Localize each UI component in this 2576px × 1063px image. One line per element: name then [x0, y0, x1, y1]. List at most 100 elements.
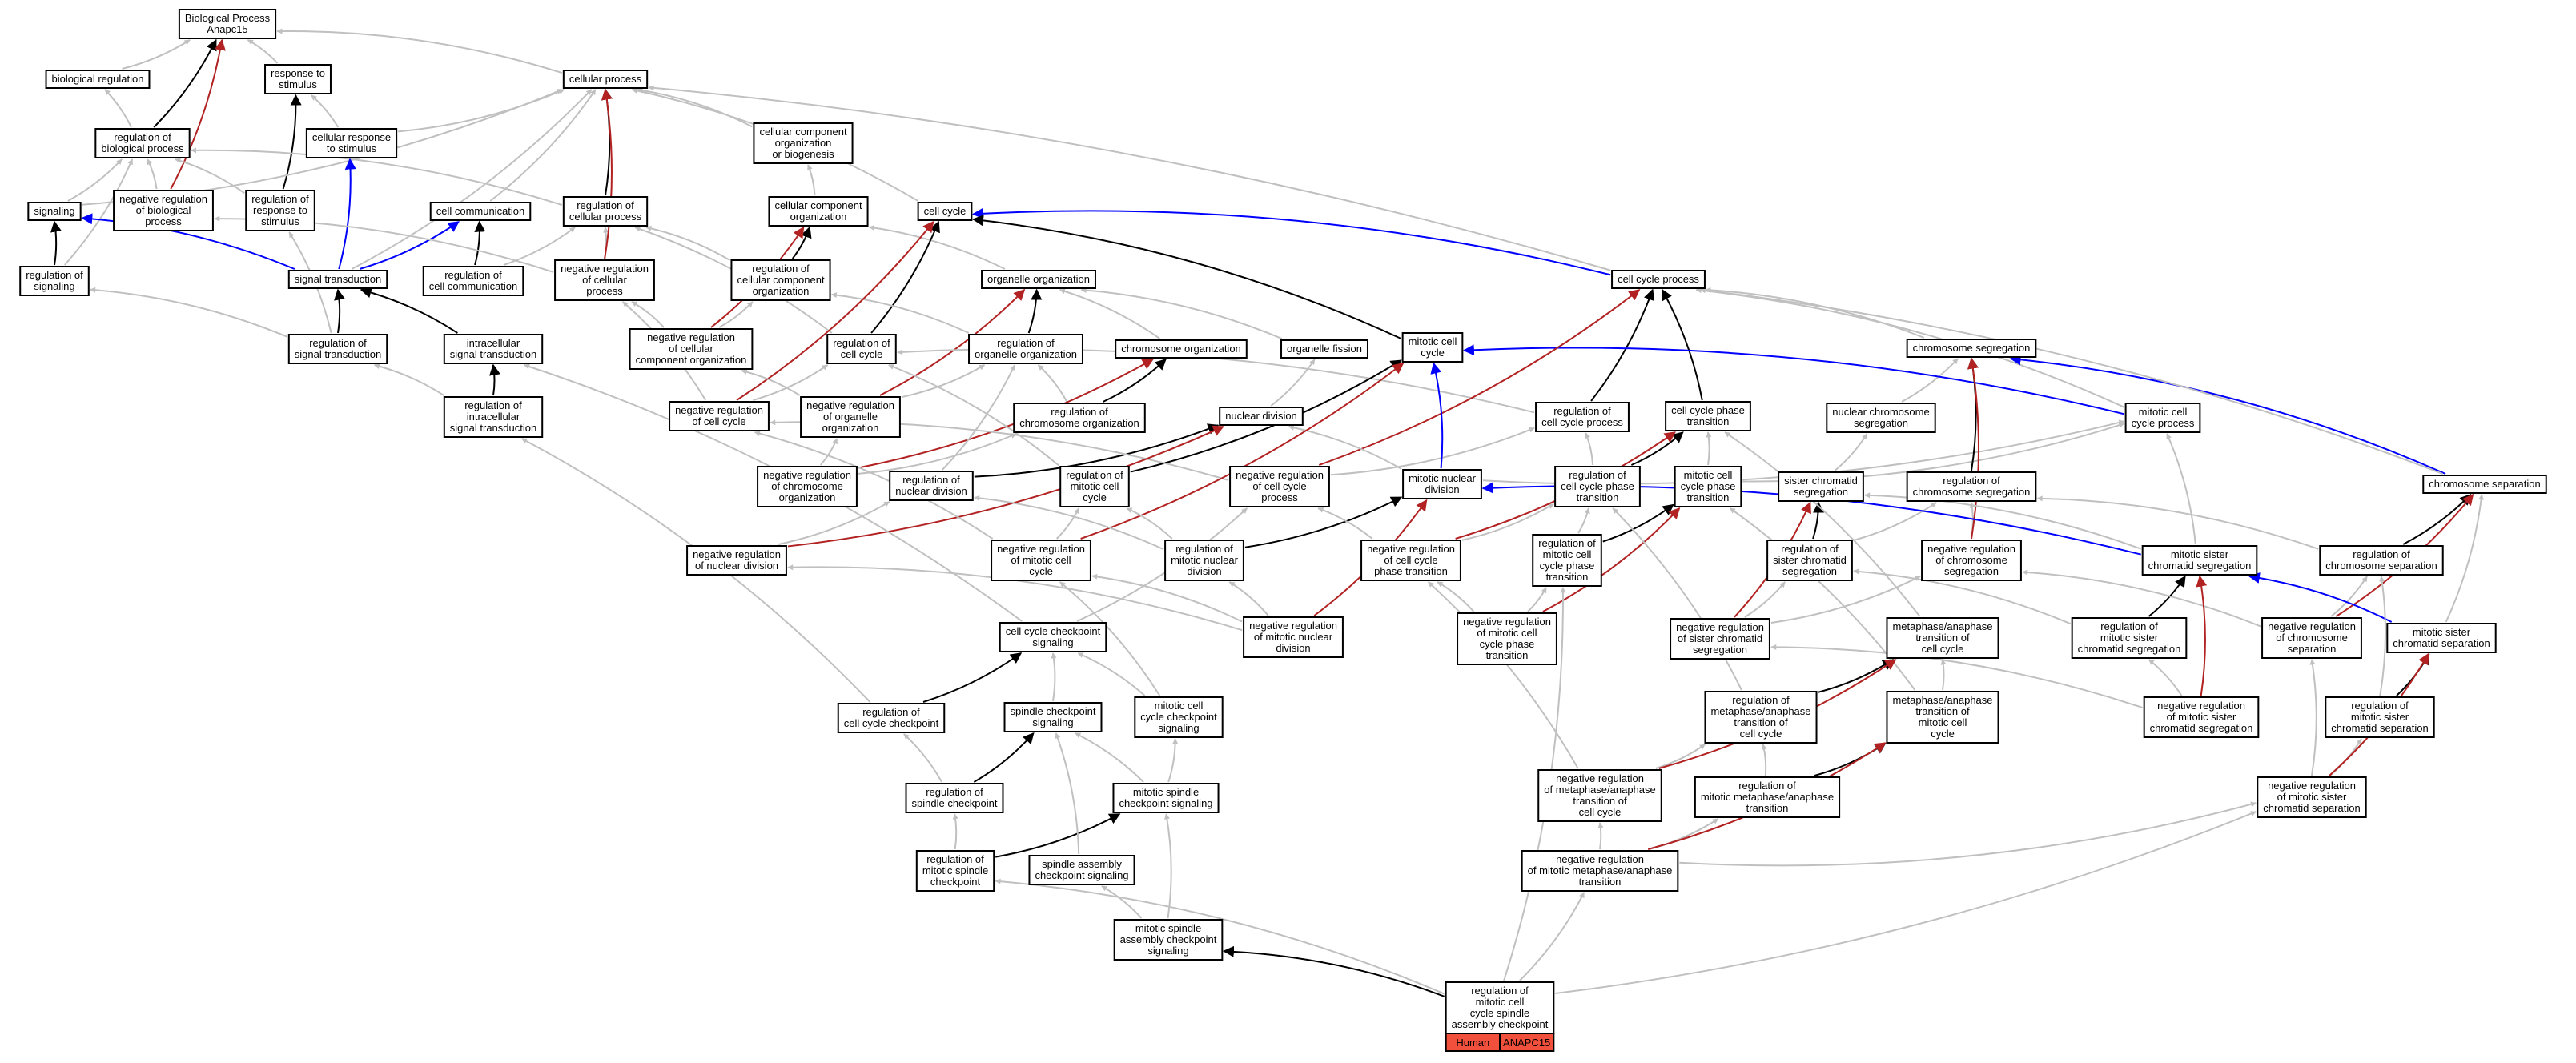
node-label-line: transition [1746, 802, 1789, 814]
edge-is-a [2309, 659, 2317, 776]
edge-part-of [1103, 359, 1167, 403]
go-term-node-nuclear-division[interactable]: nuclear division [1219, 407, 1304, 426]
edge-part-of [1027, 288, 1043, 334]
go-term-node-cell-cycle-process[interactable]: cell cycle process [1611, 270, 1706, 289]
go-term-node-cellular-process[interactable]: cellular process [562, 70, 649, 89]
go-term-node-chromosome-separation[interactable]: chromosome separation [2422, 475, 2547, 494]
edge-is-a [311, 94, 340, 128]
edge-is-a [942, 364, 1016, 471]
go-term-node-biological-regulation[interactable]: biological regulation [45, 70, 151, 89]
edge-is-a [1577, 507, 1590, 534]
go-term-node-signaling[interactable]: signaling [27, 202, 82, 221]
edge-is-a [1101, 885, 1143, 919]
node-label-line: of mitotic sister [2167, 711, 2236, 723]
node-label-line: transition [1546, 571, 1589, 583]
go-term-node-organelle-organization[interactable]: organelle organization [981, 270, 1096, 289]
go-term-node-chromosome-segregation[interactable]: chromosome segregation [1906, 339, 2037, 358]
edge-is-a [503, 227, 576, 266]
go-term-node-cell-communication[interactable]: cell communication [429, 202, 532, 221]
go-term-node-regulation-of-metaphase-anaphase-transition-of-cell-cycle[interactable]: regulation ofmetaphase/anaphasetransitio… [1704, 691, 1818, 744]
node-label-line: regulation of [444, 269, 502, 281]
edge-is-a [1461, 503, 1554, 541]
go-term-node-signal-transduction[interactable]: signal transduction [287, 270, 388, 289]
node-label-line: division [1276, 642, 1310, 654]
node-label-line: regulation of [309, 337, 367, 349]
edge-is-a [1649, 818, 1719, 850]
edge-positively-regulates [971, 207, 1611, 276]
go-term-node-chromosome-organization[interactable]: chromosome organization [1115, 339, 1248, 359]
go-term-node-cell-cycle[interactable]: cell cycle [917, 202, 973, 221]
go-term-node-organelle-fission[interactable]: organelle fission [1280, 339, 1368, 359]
